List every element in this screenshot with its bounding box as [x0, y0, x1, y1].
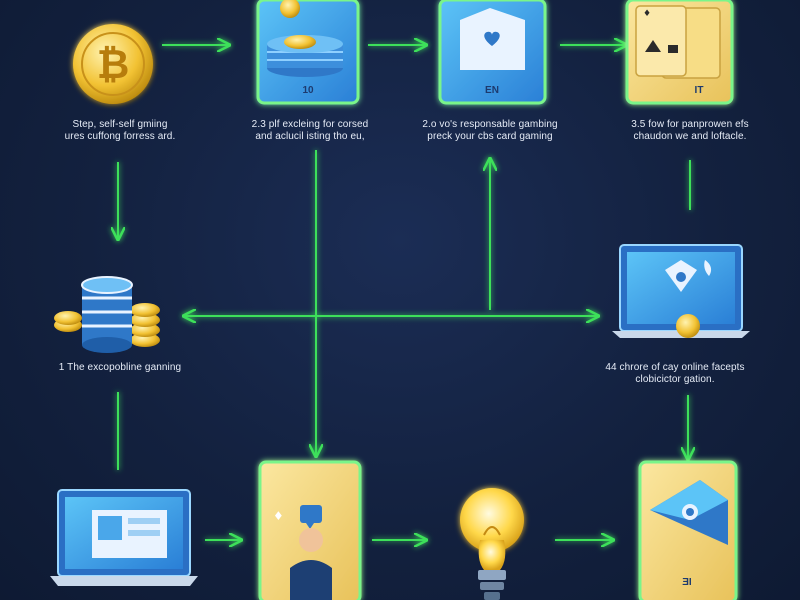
n4-label: 3.5 fow for panprowen efs chaudon we and…: [600, 119, 780, 143]
n6-label: 44 chrore of cay online facepts clobicic…: [575, 362, 775, 386]
bitcoin-coin-icon: ₿: [73, 24, 153, 104]
laptop-casino-icon: [612, 244, 750, 338]
n6-label-line-2: clobicictor gation.: [635, 374, 715, 385]
n2-label-line-1: 2.3 plf excleing for corsed: [251, 119, 369, 130]
n5-label: 1 The excopobline ganning: [35, 362, 205, 374]
n4-tile-text: IT: [694, 85, 704, 96]
n2-label-line-2: and aclucil isting tho eu,: [255, 131, 365, 142]
n1-label: Step, self-self gmiing ures cuffong forr…: [35, 119, 205, 143]
playing-cards-icon: ♦: [625, 0, 734, 105]
n3-tile-text: EN: [485, 85, 499, 96]
svg-text:₿: ₿: [97, 42, 130, 88]
n2-tile-text: 10: [302, 85, 314, 96]
poker-chip-stack-icon: [256, 0, 360, 105]
n6-label-line-1: 44 chrore of cay online facepts: [605, 362, 745, 373]
n3-label-line-1: 2.o vo's responsable gambing: [422, 119, 558, 130]
laptop-icon: [50, 489, 198, 586]
svg-text:♦: ♦: [643, 9, 651, 19]
connectors: [118, 45, 690, 540]
svg-text:♦: ♦: [273, 509, 284, 523]
n3-label: 2.o vo's responsable gambing preck your …: [405, 119, 575, 143]
n1-label-line-2: ures cuffong forress ard.: [64, 131, 176, 142]
lightbulb-icon: [460, 488, 524, 600]
n3-label-line-2: preck your cbs card gaming: [427, 131, 553, 142]
n5-label-line-1: 1 The excopobline ganning: [58, 362, 182, 373]
heart-card-icon: [438, 0, 547, 105]
chip-and-coin-pile-icon: [54, 276, 160, 353]
n2-label: 2.3 plf excleing for corsed and aclucil …: [225, 119, 395, 143]
n4-label-line-2: chaudon we and loftacle.: [633, 131, 747, 142]
n10-tile-text: ƎI: [682, 577, 692, 588]
card-with-chip-icon: [638, 460, 738, 600]
n1-label-line-1: Step, self-self gmiing: [72, 119, 168, 130]
person-with-chat-icon: ♦: [258, 460, 362, 600]
n4-label-line-1: 3.5 fow for panprowen efs: [631, 119, 749, 130]
